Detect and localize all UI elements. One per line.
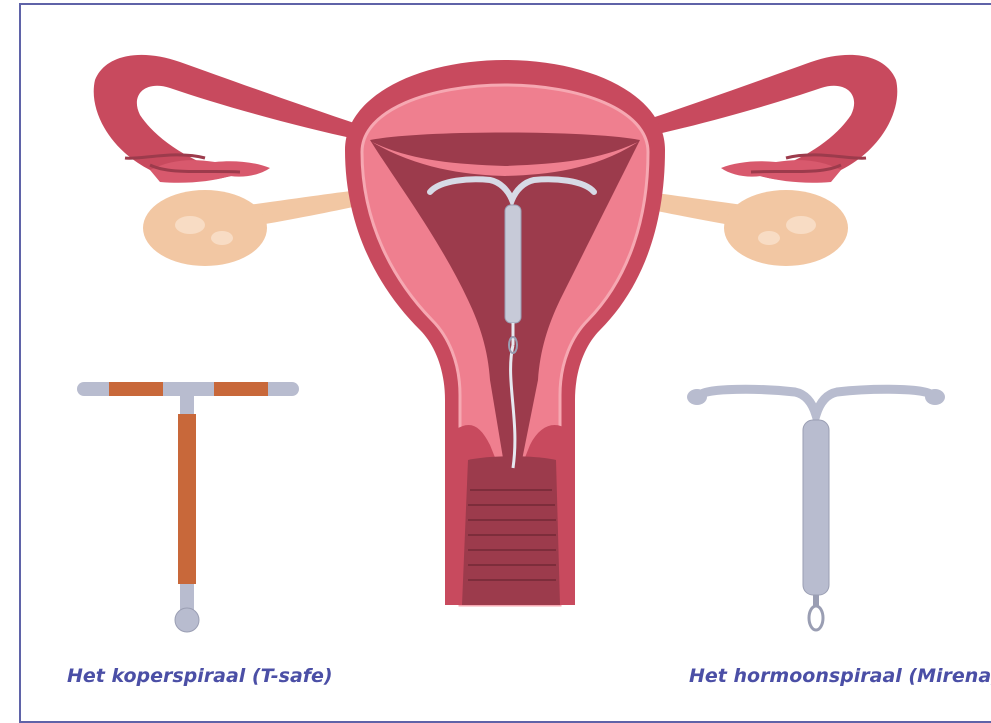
copper-iud-icon xyxy=(77,382,299,632)
left-ovary xyxy=(143,190,362,266)
uterus-body xyxy=(345,60,665,605)
left-fallopian-tube xyxy=(94,55,360,183)
right-fallopian-tube xyxy=(631,55,897,183)
hormonal-iud-icon xyxy=(687,389,945,630)
copper-iud-caption: Het koperspiraal (T-safe) xyxy=(67,665,333,687)
right-ovary xyxy=(629,190,848,266)
hormonal-iud-caption: Het hormoonspiraal (Mirena) xyxy=(689,665,991,687)
